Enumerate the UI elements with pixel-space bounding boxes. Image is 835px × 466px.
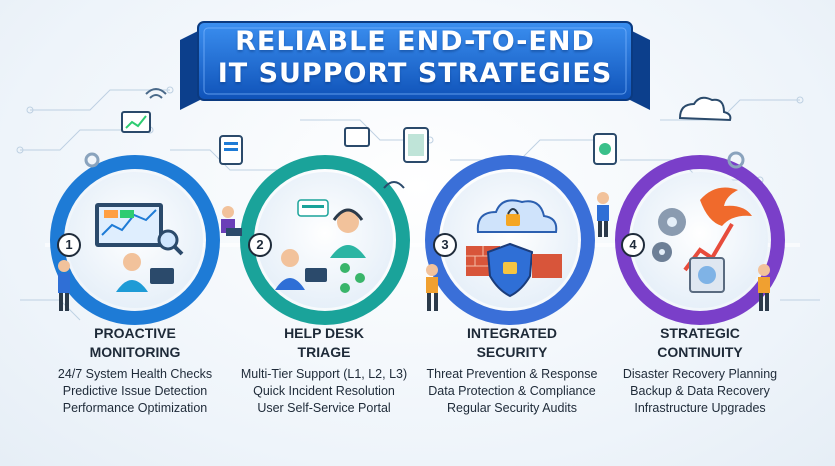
phoenix-icon (700, 187, 752, 226)
gear-small-icon (84, 152, 100, 168)
cloud-icon (678, 96, 732, 122)
title-banner (180, 21, 650, 110)
list-item: Multi-Tier Support (L1, L2, L3) (240, 367, 408, 381)
stage-circle-2 (240, 155, 410, 325)
wifi-icon (145, 88, 167, 99)
step-number-1: 1 (57, 233, 81, 257)
headset-support-icon (337, 211, 359, 233)
list-item: Data Protection & Compliance (428, 384, 596, 398)
stage-2-title-line-2: TRIAGE (297, 344, 351, 360)
list-item: 24/7 System Health Checks (57, 367, 213, 381)
stage-title-2: HELP DESK TRIAGE (224, 324, 424, 362)
stage-4-title-line-1: STRATEGIC (660, 325, 740, 341)
list-item: Predictive Issue Detection (62, 384, 208, 398)
step-number-4: 4 (621, 233, 645, 257)
step-number-3: 3 (433, 233, 457, 257)
floating-icons (58, 88, 770, 311)
stage-circle-1 (50, 155, 220, 325)
list-item: Performance Optimization (62, 401, 208, 415)
stage-circle-3 (425, 155, 595, 325)
list-item: Backup & Data Recovery (630, 384, 770, 398)
title-line-2: IT SUPPORT STRATEGIES (217, 58, 613, 89)
stage-list-1: 24/7 System Health Checks Predictive Iss… (30, 366, 240, 417)
list-item: User Self-Service Portal (257, 401, 391, 415)
stage-title-4: STRATEGIC CONTINUITY (600, 324, 800, 362)
stage-title-3: INTEGRATED SECURITY (412, 324, 612, 362)
stage-circle-4 (615, 155, 785, 325)
step-number-2: 2 (248, 233, 272, 257)
stage-4-title-line-2: CONTINUITY (657, 344, 743, 360)
stage-list-3: Threat Prevention & Response Data Protec… (407, 366, 617, 417)
list-item: Quick Incident Resolution (253, 384, 395, 398)
stage-list-2: Multi-Tier Support (L1, L2, L3) Quick In… (219, 366, 429, 417)
stage-1-title-line-1: PROACTIVE (94, 325, 176, 341)
stage-title-1: PROACTIVE MONITORING (35, 324, 235, 362)
list-item: Threat Prevention & Response (426, 367, 598, 381)
list-item: Infrastructure Upgrades (634, 401, 766, 415)
stage-list-4: Disaster Recovery Planning Backup & Data… (595, 366, 805, 417)
stage-1-title-line-2: MONITORING (89, 344, 181, 360)
stage-3-title-line-2: SECURITY (476, 344, 548, 360)
person-standing-icon (58, 260, 70, 311)
stage-3-title-line-1: INTEGRATED (467, 325, 557, 341)
page-title: RELIABLE END-TO-END IT SUPPORT STRATEGIE… (193, 26, 637, 90)
headphones-icon (383, 181, 405, 189)
title-line-1: RELIABLE END-TO-END (235, 26, 595, 57)
stage-2-title-line-1: HELP DESK (284, 325, 364, 341)
magnifier-icon (157, 229, 179, 251)
list-item: Regular Security Audits (447, 401, 577, 415)
list-item: Disaster Recovery Planning (622, 367, 778, 381)
support-agent-icon (123, 253, 141, 271)
